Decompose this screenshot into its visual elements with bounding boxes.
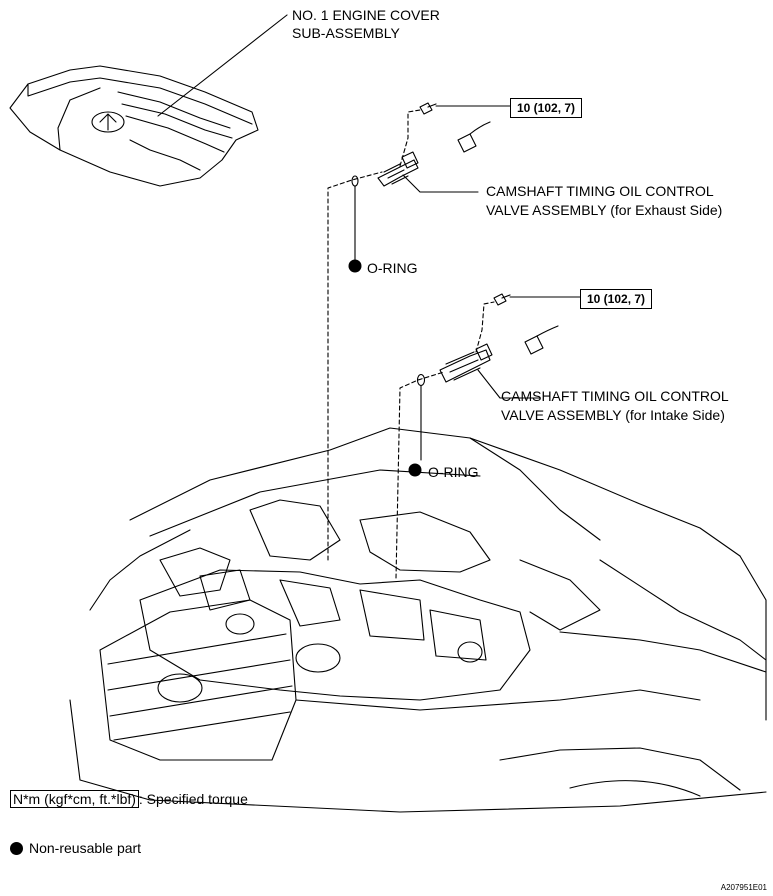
intake-oring-label: O-RING <box>428 464 479 480</box>
torque-unit-box: N*m (kgf*cm, ft.*lbf) <box>10 790 139 808</box>
engine-cover-illustration <box>9 65 259 187</box>
exhaust-oring-dot <box>348 259 362 273</box>
engine-cover-leader <box>157 14 288 117</box>
figure-reference: A207951E01 <box>720 883 767 892</box>
intake-valve-label-line1: CAMSHAFT TIMING OIL CONTROL <box>501 388 729 404</box>
exhaust-valve-label-line1: CAMSHAFT TIMING OIL CONTROL <box>486 183 714 199</box>
exhaust-bolt-illustration <box>419 102 437 115</box>
engine-cover-label-line1: NO. 1 ENGINE COVER <box>292 7 440 23</box>
intake-bolt-torque: 10 (102, 7) <box>580 289 653 309</box>
exhaust-connector-illustration <box>457 121 491 153</box>
intake-connector-illustration <box>524 325 559 355</box>
exhaust-oring-label: O-RING <box>367 260 418 276</box>
intake-bolt-illustration <box>493 293 511 306</box>
exhaust-dashed-assembly-lines <box>327 109 421 561</box>
intake-ocv-illustration <box>416 343 493 387</box>
exhaust-valve-label-line2: VALVE ASSEMBLY (for Exhaust Side) <box>486 202 723 218</box>
engine-cover-label-line2: SUB-ASSEMBLY <box>292 25 400 41</box>
intake-oring-dot <box>408 463 422 477</box>
exhaust-ocv-illustration <box>351 151 419 187</box>
torque-legend-desc: : Specified torque <box>138 791 248 807</box>
torque-legend: N*m (kgf*cm, ft.*lbf): Specified torque <box>10 790 248 808</box>
exhaust-bolt-torque: 10 (102, 7) <box>510 98 583 118</box>
non-reusable-dot-icon <box>10 842 23 855</box>
non-reusable-legend-text: Non-reusable part <box>29 840 142 856</box>
intake-dashed-assembly-lines <box>395 301 495 579</box>
intake-valve-label-line2: VALVE ASSEMBLY (for Intake Side) <box>501 407 725 423</box>
non-reusable-legend: Non-reusable part <box>10 839 141 857</box>
vehicle-engine-bay-illustration <box>69 427 767 813</box>
